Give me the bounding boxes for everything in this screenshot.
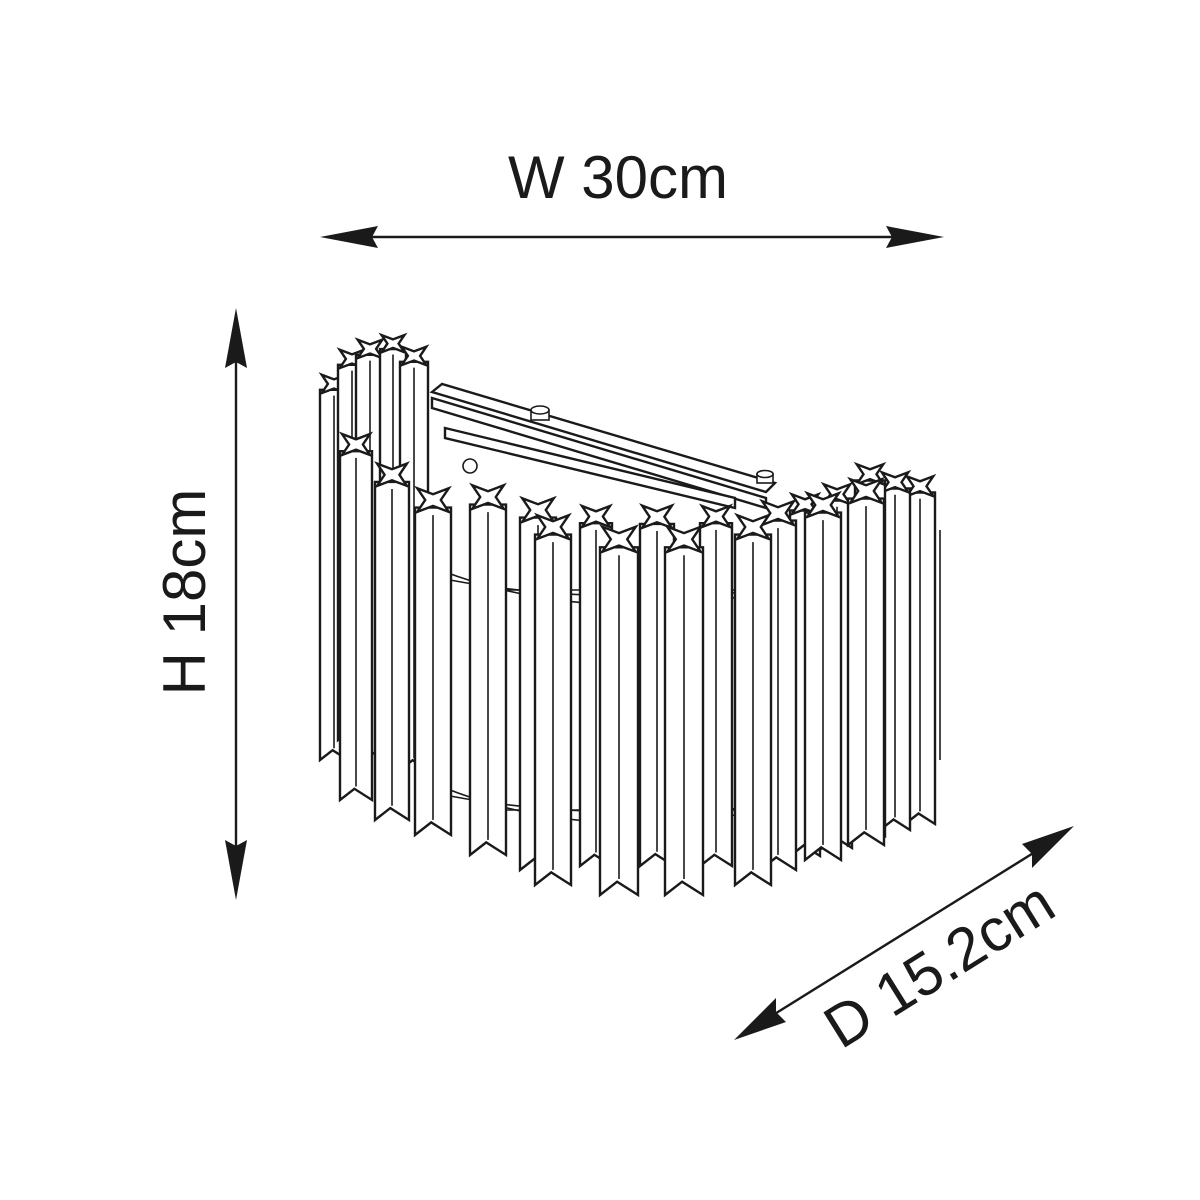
crystal-rod-back-12 [698,503,734,869]
crystal-rod-front-3 [663,524,705,898]
width-label: W 30cm [508,144,728,211]
lamp-illustration [318,332,941,898]
width-arrow-right [886,226,944,248]
depth-arrow-right [1022,826,1074,868]
crystal-rod-front-4 [733,512,773,888]
height-label: H 18cm [151,489,218,696]
depth-line [756,840,1052,1027]
height-arrow-bottom [225,840,247,900]
crystal-rod-middle-8 [846,476,886,848]
crystal-rods [318,332,937,898]
width-dimension: W 30cm [320,144,944,248]
crystal-rod-back-7 [878,469,912,833]
crystal-rod-middle-7 [803,490,843,863]
crystal-rod-middle-1 [338,431,374,803]
crystal-rod-middle-2 [373,461,411,823]
depth-arrow-left [734,998,786,1040]
crystal-rod-middle-3 [413,485,453,838]
width-arrow-left [320,226,378,248]
height-dimension: H 18cm [151,308,247,900]
wall-backplate [429,382,778,510]
height-arrow-top [225,308,247,368]
depth-label: D 15.2cm [813,868,1066,1061]
crystal-rod-middle-4 [468,482,508,858]
crystal-rod-front-2 [598,524,640,898]
crystal-rod-front-1 [533,512,573,888]
